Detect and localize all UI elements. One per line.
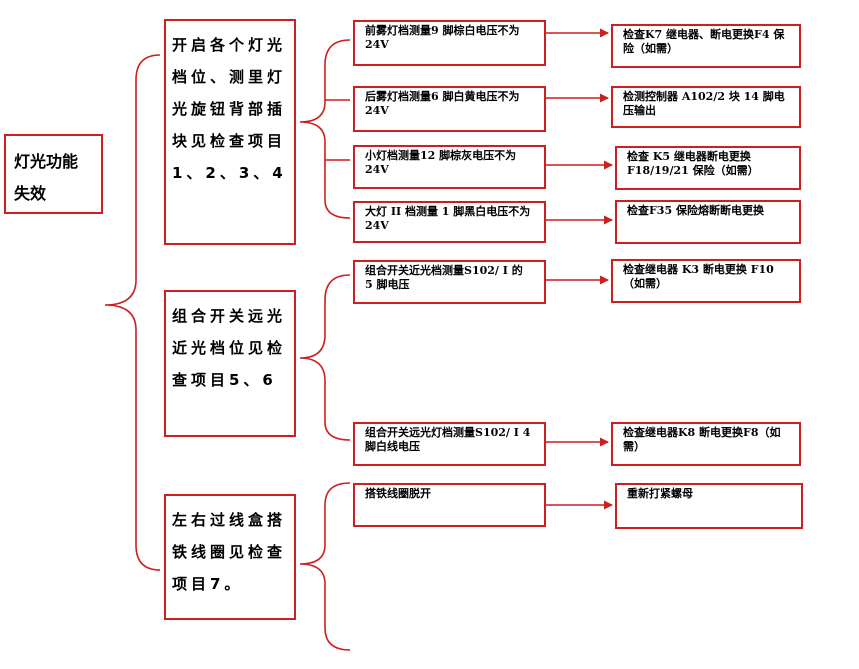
check-node-1-1: 前雾灯档测量9 脚棕白电压不为24V [353, 20, 546, 66]
root-node: 灯光功能失效 [4, 134, 103, 214]
branch3-brace [299, 482, 351, 651]
check-node-2-1: 组合开关近光档测量S102/ I 的 5 脚电压 [353, 260, 546, 304]
action-node-1-1: 检查K7 继电器、断电更换F4 保险（如需） [611, 24, 801, 68]
branch-node-2: 组合开关远光近光档位见检查项目5、6 [164, 290, 296, 437]
action-node-2-1: 检查继电器 K3 断电更换 F10（如需） [611, 259, 801, 303]
branch1-brace [299, 39, 351, 219]
branch-node-1: 开启各个灯光档位、测里灯光旋钮背部插块见检查项目1、2、3、4 [164, 19, 296, 245]
check-node-1-2: 后雾灯档测量6 脚白黄电压不为24V [353, 86, 546, 132]
action-node-3-1: 重新打紧螺母 [615, 483, 803, 529]
action-node-2-2: 检查继电器K8 断电更换F8（如需） [611, 422, 801, 466]
branch-node-3: 左右过线盒搭铁线圈见检查项目7。 [164, 494, 296, 620]
action-node-1-3: 检查 K5 继电器断电更换 F18/19/21 保险（如需） [615, 146, 801, 190]
check-node-1-3: 小灯档测量12 脚棕灰电压不为24V [353, 145, 546, 189]
action-node-1-4: 检查F35 保险熔断断电更换 [615, 200, 801, 244]
check-node-2-2: 组合开关远光灯档测量S102/ I 4 脚白线电压 [353, 422, 546, 466]
action-node-1-2: 检测控制器 A102/2 块 14 脚电压输出 [611, 86, 801, 128]
check-node-3-1: 搭铁线圈脱开 [353, 483, 546, 527]
check-node-1-4: 大灯 II 档测量 1 脚黑白电压不为24V [353, 201, 546, 243]
root-brace [104, 54, 161, 571]
branch2-brace [299, 274, 351, 441]
